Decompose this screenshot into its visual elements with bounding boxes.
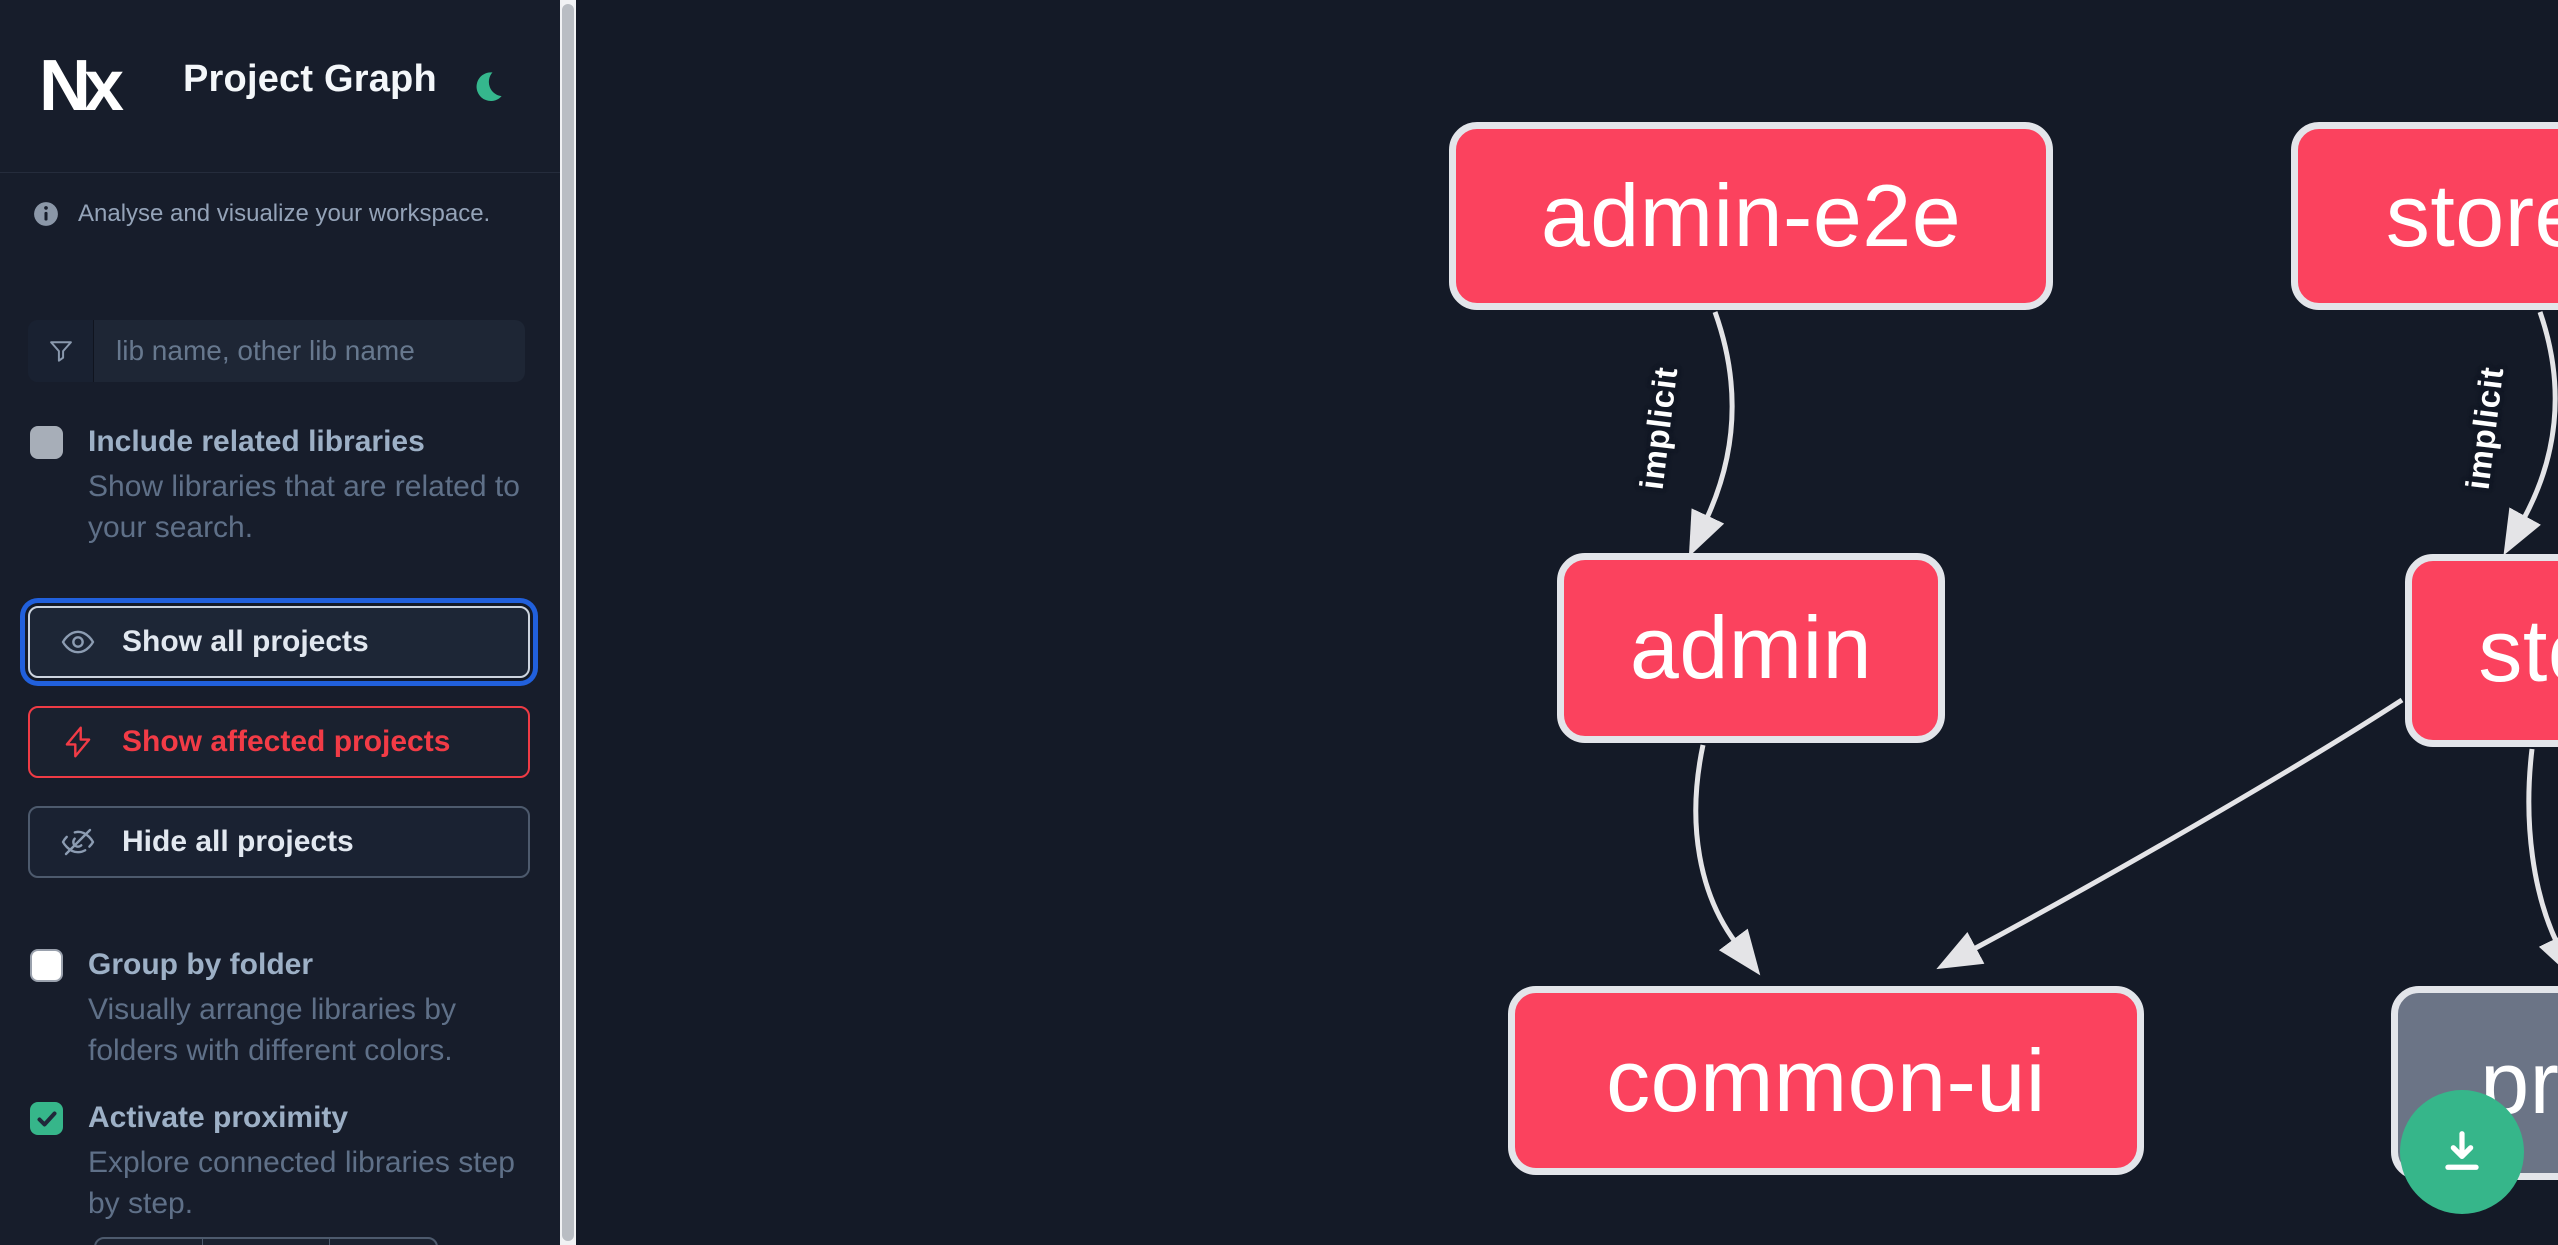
download-icon bbox=[2436, 1125, 2488, 1180]
edge-store-to-common-ui bbox=[1936, 697, 2404, 970]
edge-store-e2e-to-store bbox=[2503, 311, 2558, 556]
group-by-folder-option: Group by folder Visually arrange librari… bbox=[30, 947, 530, 1071]
nx-logo: Nx bbox=[38, 46, 124, 126]
proximity-depth-control[interactable] bbox=[94, 1237, 438, 1245]
edge-admin-to-common-ui bbox=[1693, 744, 1761, 976]
sidebar-header: Nx Project Graph bbox=[0, 0, 560, 173]
include-related-description: Show libraries that are related to your … bbox=[88, 470, 520, 544]
dark-mode-toggle-button[interactable] bbox=[466, 64, 514, 112]
include-related-label[interactable]: Include related libraries bbox=[88, 425, 425, 458]
workspace-tagline: Analyse and visualize your workspace. bbox=[33, 200, 490, 228]
project-node-common-ui[interactable]: common-ui bbox=[1508, 986, 2144, 1175]
edge-admin-e2e-to-admin bbox=[1688, 311, 1735, 557]
proximity-decrement-segment[interactable] bbox=[96, 1239, 203, 1245]
info-icon bbox=[33, 201, 59, 227]
filter-search bbox=[28, 320, 525, 382]
download-image-button[interactable] bbox=[2400, 1090, 2524, 1214]
include-related-checkbox[interactable] bbox=[30, 426, 63, 459]
sidebar-scrollbar-thumb[interactable] bbox=[562, 4, 574, 1241]
search-input[interactable] bbox=[94, 320, 525, 382]
eye-slash-icon bbox=[60, 824, 96, 860]
project-node-admin-e2e[interactable]: admin-e2e bbox=[1449, 122, 2053, 310]
hide-all-projects-label: Hide all projects bbox=[122, 825, 354, 858]
graph-canvas[interactable]: implicit implicit admin-e2e store-e2e ad… bbox=[576, 0, 2558, 1245]
project-node-admin[interactable]: admin bbox=[1557, 553, 1945, 743]
show-affected-projects-label: Show affected projects bbox=[122, 725, 451, 758]
sidebar-scrollbar[interactable] bbox=[560, 0, 576, 1245]
sidebar: Nx Project Graph Analyse and visualize y… bbox=[0, 0, 560, 1245]
activate-proximity-description: Explore connected libraries step by step… bbox=[88, 1146, 515, 1220]
moon-icon bbox=[470, 71, 510, 110]
edge-store-to-products bbox=[2526, 748, 2558, 980]
dependency-edges bbox=[1688, 311, 2558, 980]
project-node-store-e2e[interactable]: store-e2e bbox=[2291, 122, 2558, 310]
eye-icon bbox=[60, 624, 96, 660]
page-title: Project Graph bbox=[183, 58, 437, 100]
activate-proximity-label[interactable]: Activate proximity bbox=[88, 1101, 349, 1134]
include-related-option: Include related libraries Show libraries… bbox=[30, 424, 530, 548]
activate-proximity-option: Activate proximity Explore connected lib… bbox=[30, 1100, 530, 1224]
project-node-store[interactable]: store bbox=[2405, 554, 2558, 747]
checkmark-icon bbox=[37, 1111, 56, 1126]
show-all-projects-button[interactable]: Show all projects bbox=[28, 606, 530, 678]
proximity-increment-segment[interactable] bbox=[330, 1239, 436, 1245]
show-all-projects-label: Show all projects bbox=[122, 625, 369, 658]
lightning-bolt-icon bbox=[60, 724, 96, 760]
activate-proximity-checkbox[interactable] bbox=[30, 1102, 63, 1135]
hide-all-projects-button[interactable]: Hide all projects bbox=[28, 806, 530, 878]
tagline-text: Analyse and visualize your workspace. bbox=[78, 200, 491, 227]
proximity-value-segment bbox=[203, 1239, 331, 1245]
group-by-folder-description: Visually arrange libraries by folders wi… bbox=[88, 993, 456, 1067]
group-by-folder-checkbox[interactable] bbox=[30, 949, 63, 982]
show-affected-projects-button[interactable]: Show affected projects bbox=[28, 706, 530, 778]
group-by-folder-label[interactable]: Group by folder bbox=[88, 948, 313, 981]
funnel-icon bbox=[28, 320, 94, 382]
